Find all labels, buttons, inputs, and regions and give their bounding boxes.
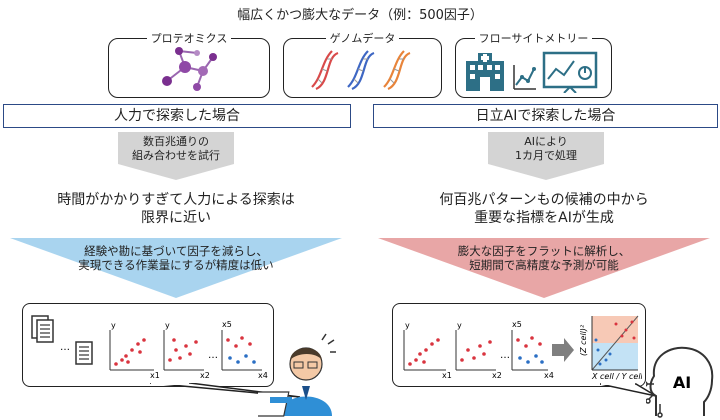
document-icon xyxy=(76,342,92,364)
svg-text:x2: x2 xyxy=(492,371,502,380)
svg-text:y: y xyxy=(405,321,410,330)
generated-index-plot: (Z cell)² X cell / Y cell xyxy=(579,316,642,381)
left-result-line2: 限界に近い xyxy=(0,209,352,227)
page-title: 幅広くかつ膨大なデータ（例：500因子） xyxy=(0,4,720,23)
right-header: 日立AIで探索した場合 xyxy=(373,104,718,128)
right-result-line2: 重要な指標をAIが生成 xyxy=(368,209,720,227)
ai-head-icon: AI xyxy=(646,342,718,418)
left-header: 人力で探索した場合 xyxy=(3,104,351,128)
molecule-icon xyxy=(157,45,221,93)
svg-text:AI: AI xyxy=(673,373,691,392)
svg-text:X cell / Y cell: X cell / Y cell xyxy=(591,372,642,381)
svg-text:…: … xyxy=(500,350,510,361)
svg-text:…: … xyxy=(208,350,218,361)
left-arrow-line2: 組み合わせを試行 xyxy=(118,149,234,163)
svg-text:y: y xyxy=(111,321,116,330)
right-funnel-line2: 短期間で高精度な予測が可能 xyxy=(378,258,710,272)
gray-right-arrow-icon xyxy=(552,338,574,362)
svg-text:x4: x4 xyxy=(544,371,554,380)
svg-text:x1: x1 xyxy=(442,371,452,380)
right-arrow-line1: AIにより xyxy=(488,135,604,149)
svg-text:x1: x1 xyxy=(150,371,160,380)
left-scatter-panel: … y x1 y x2 … x5 x4 xyxy=(28,310,268,382)
right-funnel-line1: 膨大な因子をフラットに解析し、 xyxy=(378,244,710,258)
hospital-chart-icon xyxy=(464,47,604,93)
svg-text:x5: x5 xyxy=(222,320,232,329)
category-label: プロテオミクス xyxy=(147,32,232,45)
left-arrow-line1: 数百兆通りの xyxy=(118,135,234,149)
document-stack-icon xyxy=(32,316,53,342)
category-label: フローサイトメトリー xyxy=(475,32,593,45)
svg-text:x5: x5 xyxy=(512,320,522,329)
svg-text:y: y xyxy=(457,321,462,330)
svg-text:(Z cell)²: (Z cell)² xyxy=(579,324,588,356)
right-result-line1: 何百兆パターンもの候補の中から xyxy=(368,191,720,209)
category-label: ゲノムデータ xyxy=(326,32,400,45)
dna-icon xyxy=(308,47,418,91)
researcher-icon xyxy=(258,330,350,418)
category-genome: ゲノムデータ xyxy=(283,38,442,98)
left-result-line1: 時間がかかりすぎて人力による探索は xyxy=(0,191,352,209)
right-arrow-line2: 1カ月で処理 xyxy=(488,149,604,163)
left-funnel-line2: 実現できる作業量にするが精度は低い xyxy=(10,258,342,272)
category-proteomics: プロテオミクス xyxy=(108,38,270,98)
left-funnel-line1: 経験や勘に基づいて因子を減らし、 xyxy=(10,244,342,258)
svg-text:y: y xyxy=(165,321,170,330)
right-scatter-panel: y x1 y x2 … x5 x4 (Z cell)² X cell / Y c… xyxy=(396,310,642,382)
category-flow-cytometry: フローサイトメトリー xyxy=(455,38,612,98)
svg-text:…: … xyxy=(60,342,70,353)
svg-text:x2: x2 xyxy=(200,371,210,380)
